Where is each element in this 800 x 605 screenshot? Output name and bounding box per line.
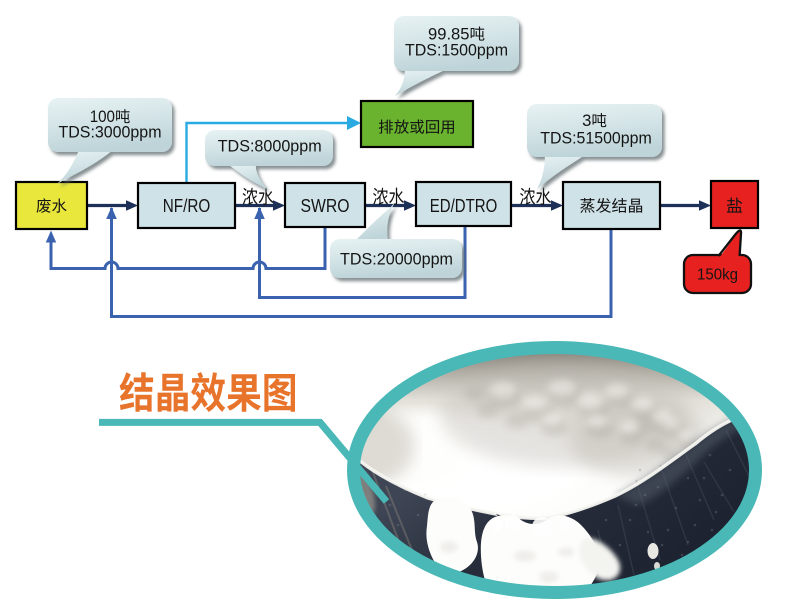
svg-text:100: 100 xyxy=(90,108,115,126)
svg-text:TDS:20000ppm: TDS:20000ppm xyxy=(340,251,453,269)
svg-text:150kg: 150kg xyxy=(697,267,738,284)
svg-text:3: 3 xyxy=(582,112,591,130)
svg-text:NF/RO: NF/RO xyxy=(163,196,211,216)
svg-text:SWRO: SWRO xyxy=(301,196,350,216)
svg-text:TDS:51500ppm: TDS:51500ppm xyxy=(540,130,652,148)
svg-text:TDS:8000ppm: TDS:8000ppm xyxy=(218,138,322,156)
svg-text:TDS:1500ppm: TDS:1500ppm xyxy=(405,42,508,60)
svg-text:TDS:3000ppm: TDS:3000ppm xyxy=(59,124,162,142)
svg-text:99.85: 99.85 xyxy=(428,26,470,44)
svg-text:ED/DTRO: ED/DTRO xyxy=(430,196,498,216)
